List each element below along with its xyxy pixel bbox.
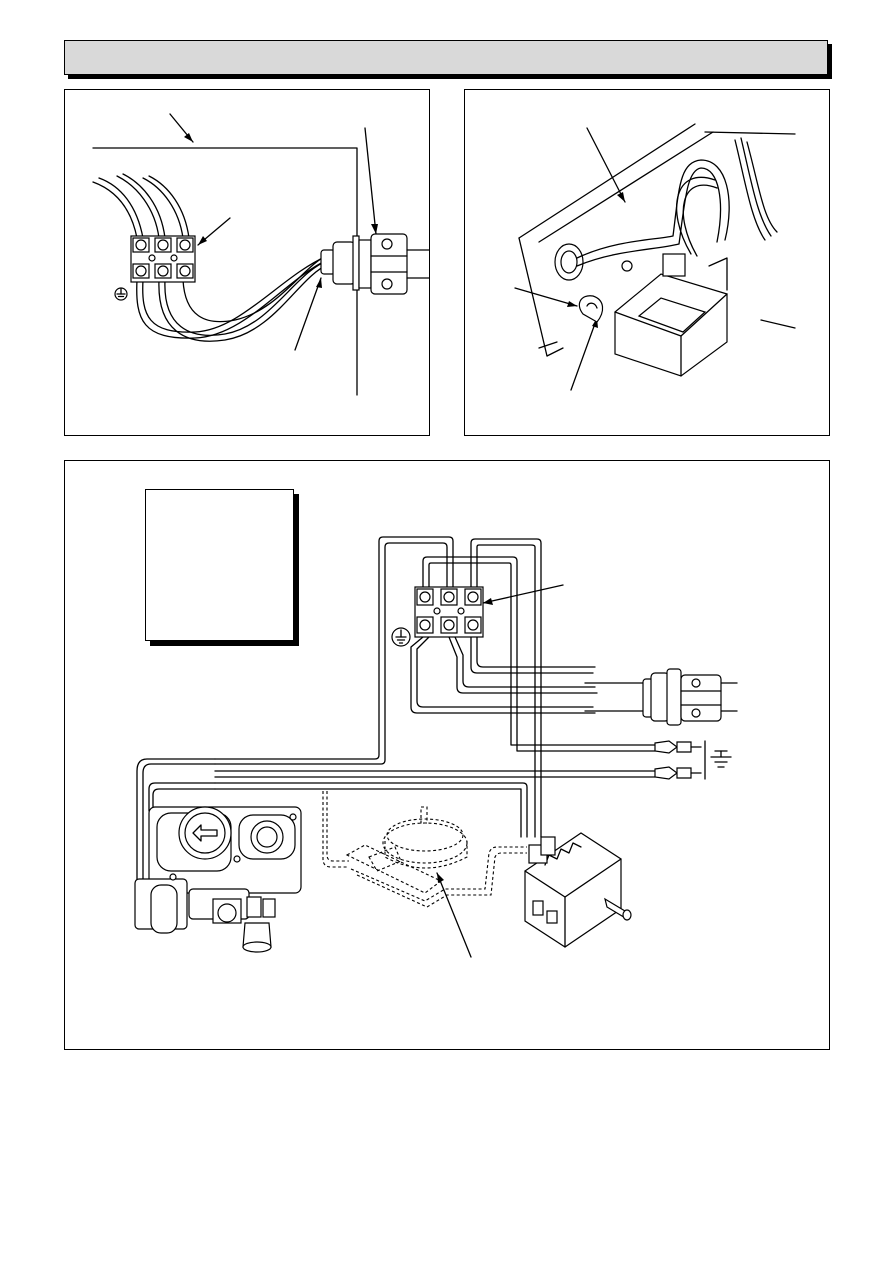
cable-gland-icon xyxy=(642,668,722,726)
leader-arrows xyxy=(514,127,626,391)
earth-ground-symbol xyxy=(710,750,732,768)
cable-clip xyxy=(578,295,604,323)
gas-valve-icon xyxy=(134,806,302,953)
diagram-panel-cable-clip xyxy=(464,89,830,436)
cable-grommet xyxy=(554,243,584,281)
earth-symbol-icon xyxy=(114,287,128,301)
wire-harness xyxy=(136,536,656,882)
diagram-panel-wiring xyxy=(64,460,830,1050)
terminal-block-icon xyxy=(414,586,484,638)
leader-arrows xyxy=(169,113,378,351)
spade-connectors xyxy=(654,740,706,780)
thermostat-icon xyxy=(524,832,632,948)
terminal-block xyxy=(130,235,196,283)
appliance-housing xyxy=(518,123,796,357)
supply-cable-wires xyxy=(410,636,738,714)
wiring-diagram-figure xyxy=(134,536,738,958)
cable-gland-icon xyxy=(320,233,429,295)
terminal-block-figure xyxy=(92,113,429,396)
incoming-wires xyxy=(92,173,330,342)
earth-symbol-icon xyxy=(391,627,411,647)
cable-clip-figure xyxy=(514,123,796,391)
legend-note-box xyxy=(145,489,294,641)
section-header-bar xyxy=(64,40,828,75)
leader-arrows xyxy=(436,584,564,958)
diagram-panel-terminal-block xyxy=(64,89,430,436)
casing-edge xyxy=(92,147,358,396)
pressure-switch-outline xyxy=(322,791,527,908)
connector-housing xyxy=(614,253,728,377)
wire-loop xyxy=(576,137,778,267)
